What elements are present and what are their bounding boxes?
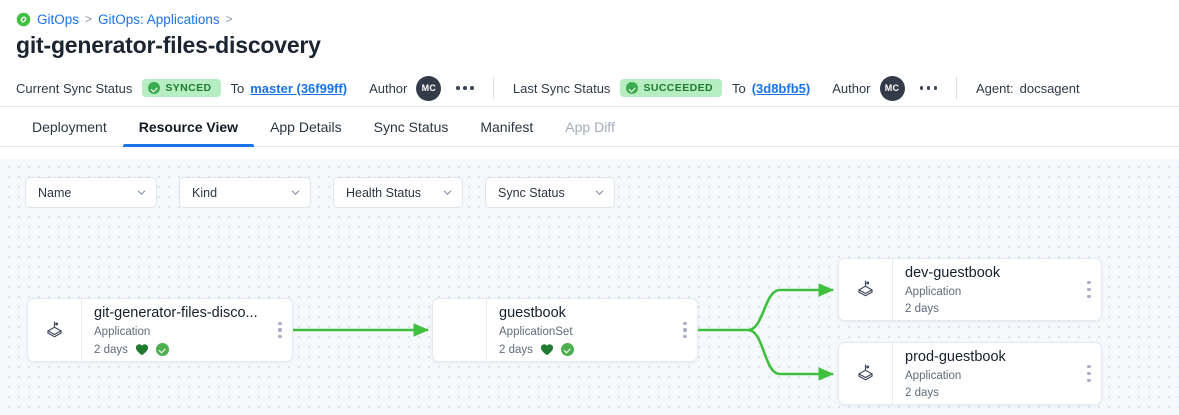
current-sync-status-label: Current Sync Status <box>16 80 133 96</box>
tab-bar: Deployment Resource View App Details Syn… <box>0 107 1179 147</box>
breadcrumb: GitOps > GitOps: Applications > <box>0 0 1179 28</box>
divider <box>956 77 958 99</box>
agent-value: docsagent <box>1019 80 1080 96</box>
sync-check-icon <box>560 343 574 357</box>
graph-node-content: prod-guestbook Application 2 days <box>893 343 1077 404</box>
graph-node-meta: 2 days <box>905 303 1073 315</box>
argo-application-icon <box>839 343 893 404</box>
chevron-down-icon <box>291 188 300 197</box>
filter-name-label: Name <box>38 185 72 200</box>
argo-application-icon <box>28 299 82 361</box>
graph-node-menu-icon[interactable] <box>1077 259 1101 320</box>
last-sync-to-label: To <box>731 80 746 96</box>
chevron-down-icon <box>595 188 604 197</box>
current-sync-to-label: To <box>230 80 245 96</box>
graph-node-name: guestbook <box>499 304 566 321</box>
tab-app-details[interactable]: App Details <box>270 118 342 135</box>
avatar: MC <box>416 75 442 101</box>
health-heart-icon <box>135 343 149 356</box>
graph-node-content: guestbook ApplicationSet 2 days <box>487 299 673 361</box>
graph-node-content: git-generator-files-disco... Application… <box>82 299 268 361</box>
graph-node-kind: ApplicationSet <box>499 326 573 339</box>
current-sync-status-badge-text: SYNCED <box>165 82 212 94</box>
graph-node-name: dev-guestbook <box>905 264 1001 281</box>
health-heart-icon <box>540 343 554 356</box>
filter-kind-label: Kind <box>192 185 218 200</box>
current-sync-status-badge: SYNCED <box>142 79 221 97</box>
chevron-down-icon <box>137 188 146 197</box>
check-circle-icon <box>626 82 639 94</box>
breadcrumb-item-1[interactable]: GitOps: Applications <box>98 11 220 27</box>
status-bar: Current Sync Status SYNCED To master (36… <box>0 71 1179 107</box>
divider <box>492 77 494 99</box>
graph-node-meta: 2 days <box>905 387 1073 399</box>
graph-node-age: 2 days <box>905 387 939 400</box>
last-sync-author-label: Author <box>832 80 871 96</box>
graph-node-guestbook[interactable]: guestbook ApplicationSet 2 days <box>432 298 698 362</box>
graph-node-name: git-generator-files-disco... <box>94 304 258 321</box>
filter-sync-status-label: Sync Status <box>498 185 565 200</box>
graph-node-git-generator-files-discovery[interactable]: git-generator-files-disco... Application… <box>27 298 293 362</box>
applicationset-icon <box>433 299 487 361</box>
filter-sync-status[interactable]: Sync Status <box>485 177 615 208</box>
last-sync-revision-link[interactable]: (3d8bfb5) <box>751 80 811 96</box>
graph-node-menu-icon[interactable] <box>1077 343 1101 404</box>
last-sync-status-label: Last Sync Status <box>512 80 611 96</box>
tab-sync-status[interactable]: Sync Status <box>373 118 449 135</box>
current-sync-author-label: Author <box>369 80 408 96</box>
last-sync-more-icon[interactable] <box>919 86 938 90</box>
gitops-link-icon <box>16 12 31 27</box>
graph-node-content: dev-guestbook Application 2 days <box>893 259 1077 320</box>
tab-resource-view[interactable]: Resource View <box>122 107 255 147</box>
filter-health-status[interactable]: Health Status <box>333 177 463 208</box>
graph-node-kind: Application <box>94 326 151 339</box>
filter-name[interactable]: Name <box>25 177 157 208</box>
last-sync-status-badge: SUCCEEDED <box>620 79 722 97</box>
graph-node-age: 2 days <box>94 343 128 356</box>
agent-info: Agent: docsagent <box>976 81 1080 96</box>
current-sync-revision-link[interactable]: master (36f99ff) <box>250 80 348 96</box>
tab-manifest[interactable]: Manifest <box>480 118 534 135</box>
last-sync-status-badge-text: SUCCEEDED <box>643 82 713 94</box>
graph-node-dev-guestbook[interactable]: dev-guestbook Application 2 days <box>838 258 1102 321</box>
breadcrumb-separator: > <box>85 12 93 26</box>
filter-kind[interactable]: Kind <box>179 177 311 208</box>
sync-check-icon <box>155 343 169 357</box>
breadcrumb-item-0[interactable]: GitOps <box>37 11 80 27</box>
chevron-down-icon <box>443 188 452 197</box>
graph-node-age: 2 days <box>499 343 533 356</box>
graph-node-meta: 2 days <box>499 343 669 357</box>
avatar: MC <box>879 75 905 101</box>
current-sync-more-icon[interactable] <box>456 86 474 90</box>
filter-bar: Name Kind Health Status Sync Status <box>25 177 615 208</box>
graph-node-menu-icon[interactable] <box>268 299 292 361</box>
breadcrumb-separator: > <box>225 12 233 26</box>
graph-node-name: prod-guestbook <box>905 348 1006 365</box>
filter-health-status-label: Health Status <box>346 185 422 200</box>
graph-node-age: 2 days <box>905 303 939 316</box>
graph-node-kind: Application <box>905 370 962 383</box>
argo-application-icon <box>839 259 893 320</box>
agent-label: Agent: <box>976 80 1014 96</box>
tab-deployment[interactable]: Deployment <box>32 118 107 135</box>
check-circle-icon <box>148 82 161 94</box>
graph-node-meta: 2 days <box>94 343 264 357</box>
resource-graph-canvas[interactable]: Name Kind Health Status Sync Status <box>0 159 1179 415</box>
graph-node-kind: Application <box>905 286 962 299</box>
tab-app-diff: App Diff <box>565 118 615 135</box>
graph-node-menu-icon[interactable] <box>673 299 697 361</box>
page-title: git-generator-files-discovery <box>16 32 321 58</box>
graph-node-prod-guestbook[interactable]: prod-guestbook Application 2 days <box>838 342 1102 405</box>
